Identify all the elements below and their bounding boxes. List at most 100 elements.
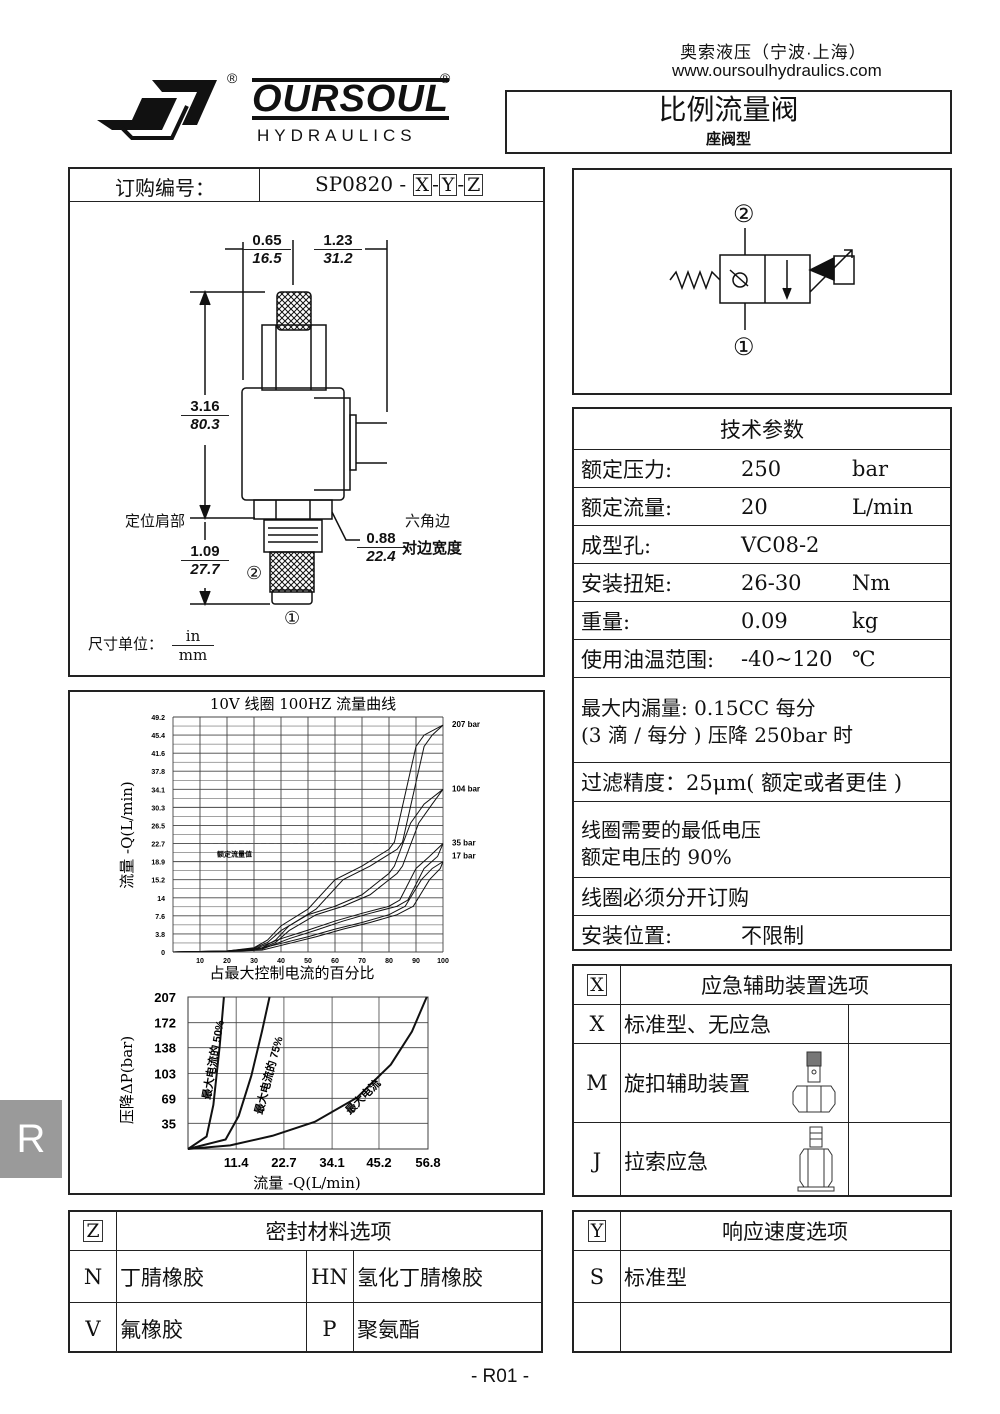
spec-value: 0.09: [741, 608, 788, 633]
series-label: 104 bar: [452, 784, 480, 793]
page-title: 比例流量阀: [658, 93, 799, 126]
y-tick-label: 49.2: [151, 715, 165, 722]
spec-coil: 线圈必须分开订购: [574, 877, 950, 915]
spec-voltage: 线圈需要的最低电压 额定电压的 90%: [574, 801, 950, 877]
spec-row: 使用油温范围: -40~120 ℃: [574, 639, 950, 677]
logo-registered: ®: [227, 70, 238, 86]
section-tab-r[interactable]: R: [0, 1100, 62, 1178]
charts-box: [68, 690, 545, 1195]
spec-unit: kg: [852, 608, 879, 633]
y-options-title: 响应速度选项: [722, 1220, 848, 1244]
option-z-box: Z: [464, 174, 484, 196]
x-tick-label: 40: [277, 958, 285, 965]
hydraulic-symbol-icon: [669, 228, 855, 330]
series-line: [172, 788, 444, 953]
spec-row: 安装扭矩: 26-30 Nm: [574, 563, 950, 601]
spec-row: 额定压力: 250 bar: [574, 449, 950, 487]
logo-text: OURSOUL: [252, 78, 449, 120]
x-tick-label: 20: [223, 958, 231, 965]
spec-unit: ℃: [852, 646, 876, 671]
option-y-box: Y: [438, 174, 458, 196]
series-label: 207 bar: [452, 720, 480, 729]
series-line: [187, 996, 271, 1150]
y-tick-label: 18.9: [151, 860, 165, 867]
logo-mark-icon: [97, 80, 217, 140]
y-tick-label: 7.6: [155, 914, 165, 921]
x-tick-label: 10: [196, 958, 204, 965]
option-x-box: X: [412, 174, 433, 196]
y-option-code: Y: [587, 1220, 607, 1242]
series-label: 35 bar: [452, 839, 476, 848]
series-line: [187, 996, 428, 1150]
y-tick-label: 3.8: [155, 932, 165, 939]
x-tick-label: 70: [358, 958, 366, 965]
x-tick-label: 11.4: [224, 1155, 249, 1170]
logo-registered-2: ®: [440, 70, 451, 86]
x-tick-label: 30: [250, 958, 258, 965]
x-tick-label: 34.1: [319, 1155, 344, 1170]
hex-width-label: 对边宽度: [402, 540, 463, 557]
spec-value: -40~120: [741, 646, 833, 671]
website-link[interactable]: www.oursoulhydraulics.com: [672, 61, 882, 80]
order-code-label: 订购编号：: [115, 176, 215, 200]
y-tick-label: 14: [157, 896, 165, 903]
series-line-hysteresis: [172, 861, 444, 953]
spec-label: 额定压力:: [581, 457, 673, 482]
rated-flow-label: 额定流量值: [216, 850, 252, 859]
chart2-ylabel: 压降ΔP(bar): [118, 1036, 136, 1124]
x-option-code: X: [587, 974, 607, 996]
order-code-row: 订购编号： SP0820 - X-Y-Z: [70, 169, 543, 202]
separator: -: [432, 172, 439, 196]
spec-value: 26-30: [741, 570, 802, 595]
title-box: 比例流量阀 座阀型: [505, 90, 952, 154]
series-line: [187, 996, 225, 1150]
spec-value: 250: [741, 456, 782, 481]
y-tick-label: 45.4: [151, 733, 165, 740]
y-tick-label: 69: [162, 1091, 176, 1106]
page-subtitle: 座阀型: [705, 130, 751, 148]
logo: ® OURSOUL ® HYDRAULICS: [92, 70, 452, 150]
chart1-title: 10V 线圈 100HZ 流量曲线: [210, 695, 396, 713]
order-code-value: SP0820 - X-Y-Z: [315, 172, 484, 196]
y-option-row-empty: [574, 1302, 950, 1355]
cable-override-icon: [797, 1126, 835, 1192]
x-tick-label: 80: [385, 958, 393, 965]
model-number: SP0820 -: [315, 172, 407, 196]
spec-leak: 最大内漏量: 0.15CC 每分 (3 滴 / 每分 ) 压降 250bar 时: [574, 677, 950, 762]
spec-unit: Nm: [852, 570, 891, 595]
chart1-ylabel: 流量 -Q(L/min): [118, 781, 136, 889]
y-tick-label: 207: [154, 990, 176, 1005]
spec-label: 安装扭矩:: [581, 571, 673, 596]
y-tick-label: 26.5: [151, 823, 165, 830]
y-tick-label: 0: [161, 950, 165, 957]
valve-dimension-drawing: [190, 240, 388, 607]
spec-value: VC08-2: [741, 532, 820, 557]
spec-label: 使用油温范围:: [581, 647, 715, 672]
spec-row: 成型孔: VC08-2: [574, 525, 950, 563]
symbol-port-1: ①: [733, 333, 755, 361]
series-label: 最大电流: [342, 1076, 383, 1117]
shoulder-label: 定位肩部: [125, 512, 186, 530]
y-tick-label: 172: [154, 1016, 176, 1031]
x-tick-label: 90: [412, 958, 420, 965]
chart2-xlabel: 流量 -Q(L/min): [253, 1174, 361, 1192]
flow-charts: 10V 线圈 100HZ 流量曲线03.87.61415.218.922.726…: [118, 695, 480, 1192]
spec-row: 重量: 0.09 kg: [574, 601, 950, 639]
series-label: 最大电流的 75%: [251, 1035, 285, 1116]
spec-row: 额定流量: 20 L/min: [574, 487, 950, 525]
y-tick-label: 30.3: [151, 805, 165, 812]
z-option-code: Z: [83, 1220, 103, 1242]
spec-unit: bar: [852, 456, 889, 481]
x-tick-label: 45.2: [366, 1155, 391, 1170]
spec-mount: 安装位置:不限制: [574, 915, 950, 953]
